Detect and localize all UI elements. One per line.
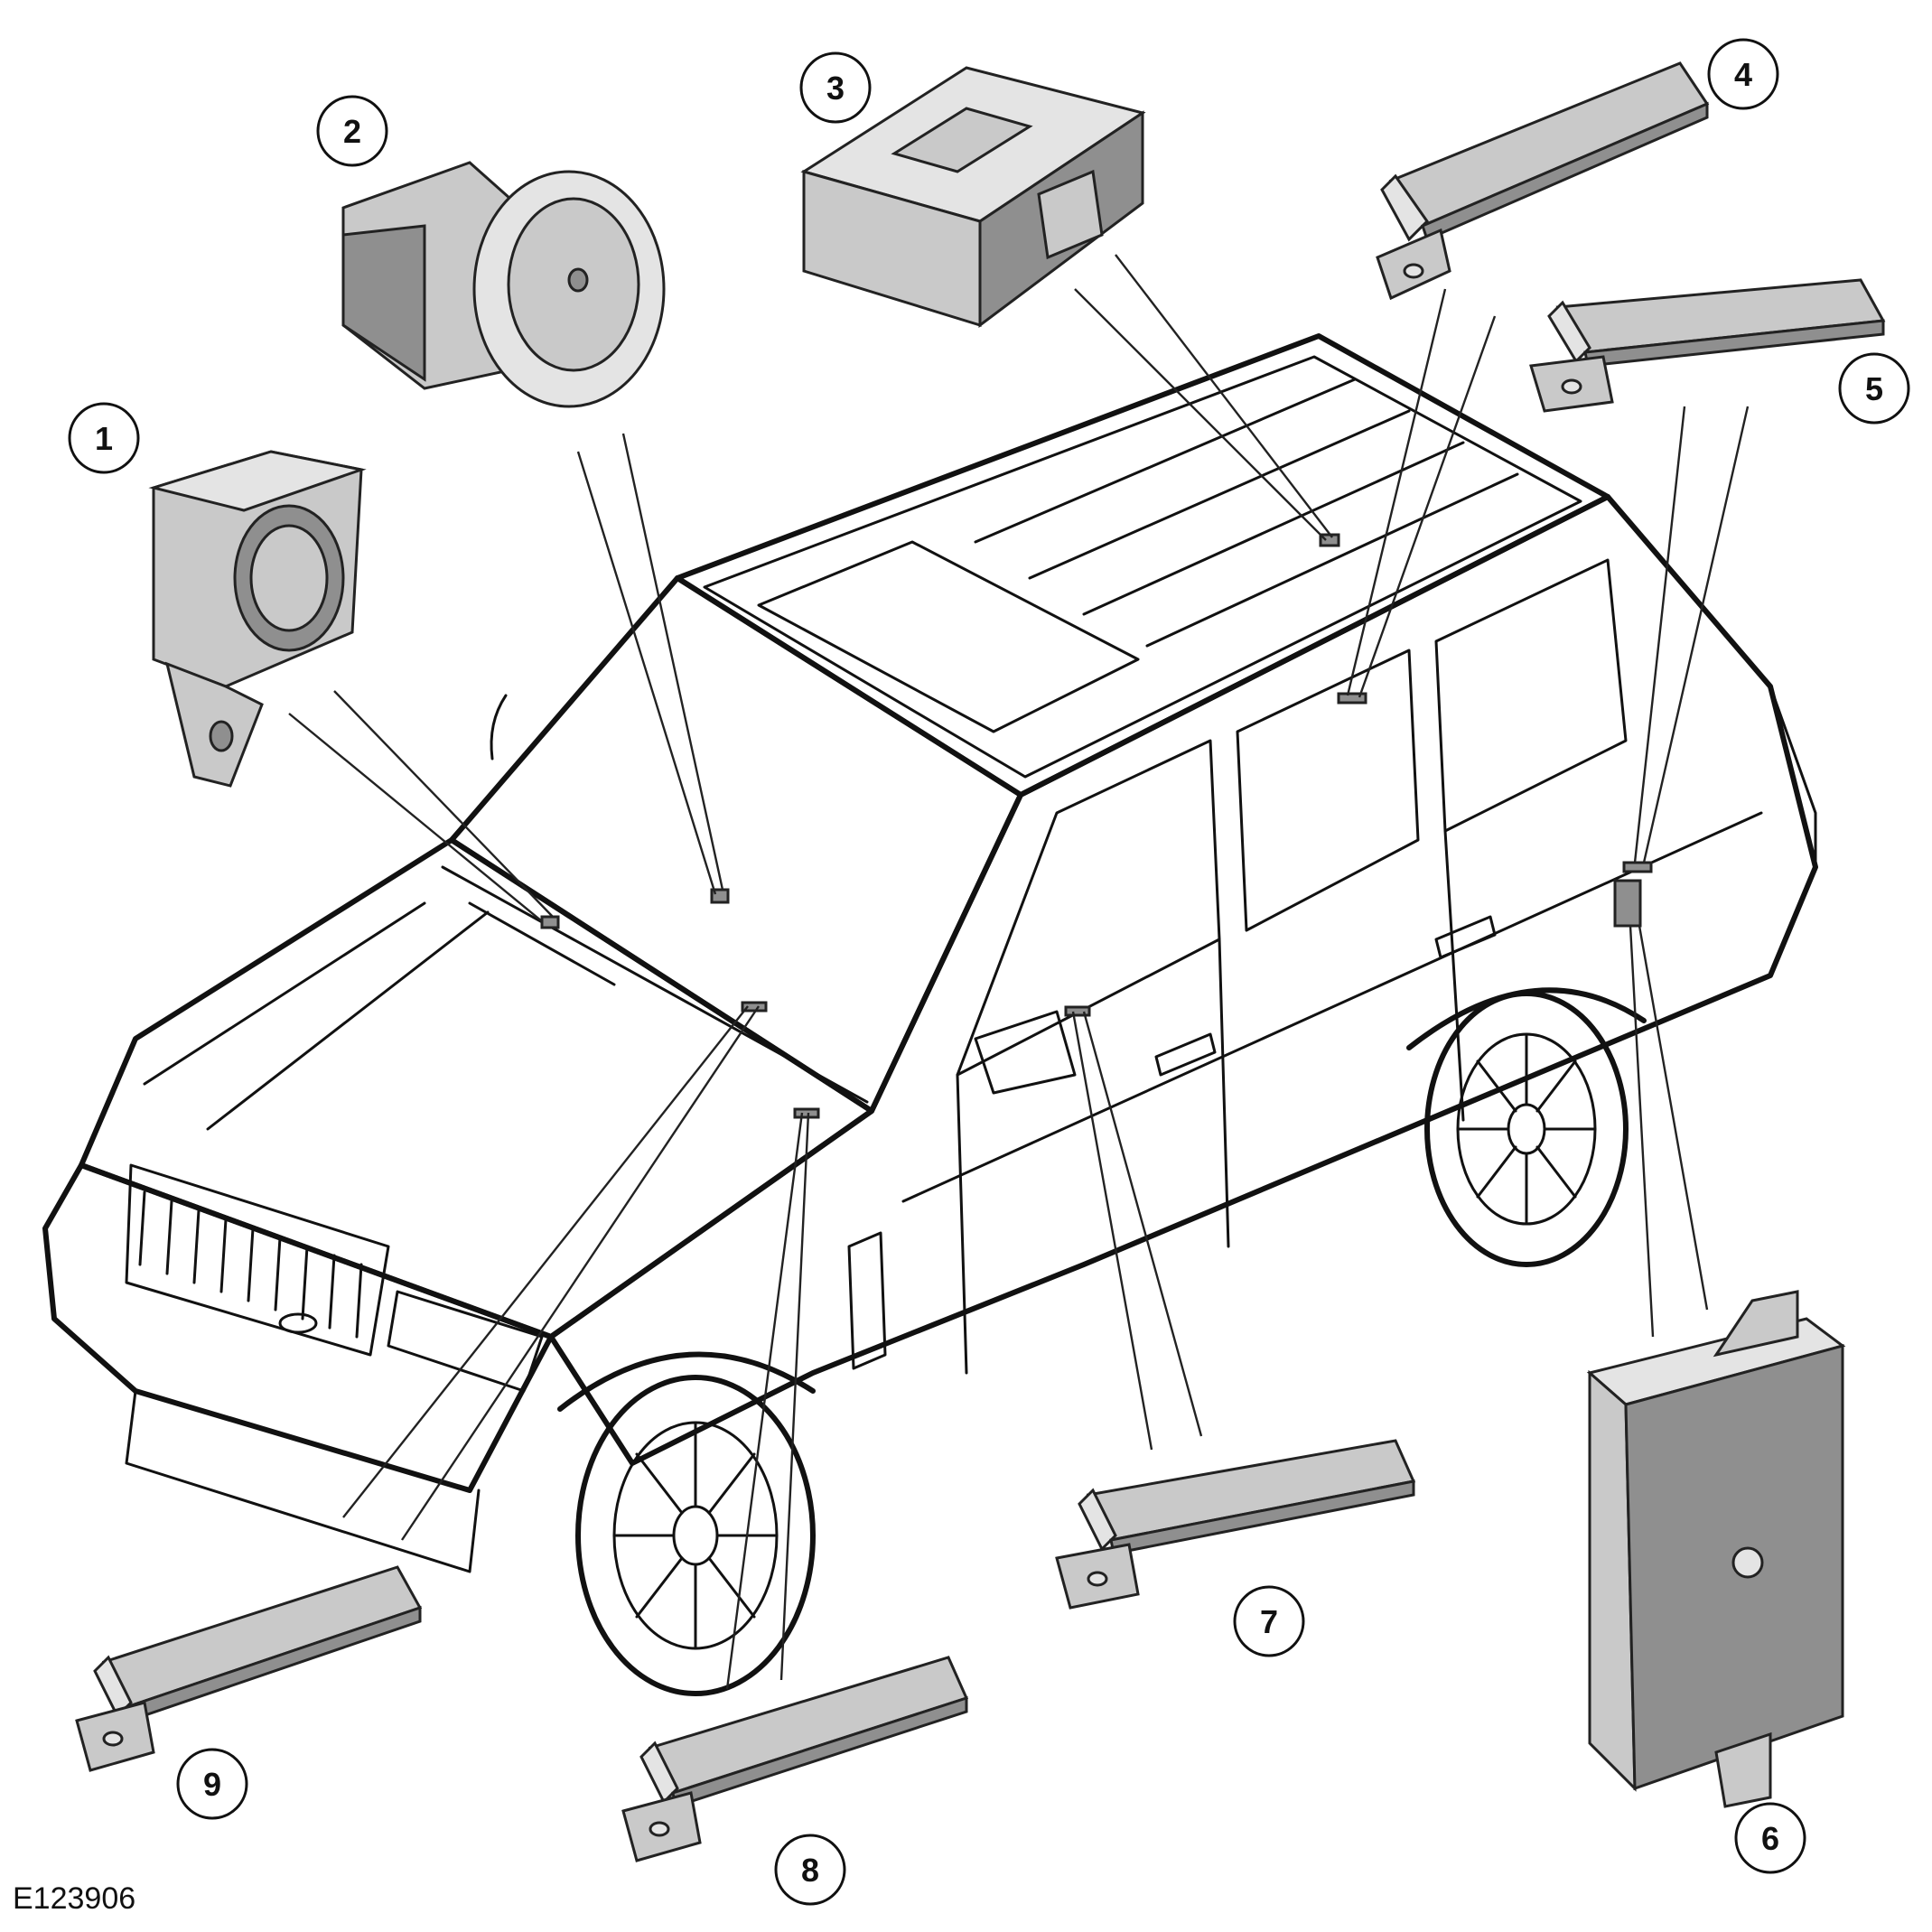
- vehicle-body-crease: [901, 811, 1763, 1203]
- vehicle-grille: [125, 1163, 390, 1357]
- marker-vehicle-module: [1613, 879, 1642, 928]
- vehicle-tail: [1769, 685, 1817, 869]
- callout-6: 6: [1734, 1802, 1806, 1874]
- vehicle-outline: [42, 333, 1818, 1696]
- marker-antenna-4: [1337, 692, 1367, 705]
- vehicle-side-vent: [847, 1231, 887, 1370]
- leader-2: [576, 433, 724, 895]
- vehicle-door-handles: [1154, 915, 1497, 1077]
- vehicle-bonnet: [79, 837, 874, 1339]
- start-stop-button-icon: [341, 161, 666, 408]
- keyless-receiver-module-icon: [800, 66, 1146, 328]
- leader-5: [1633, 406, 1750, 863]
- vehicle-front-bumper: [125, 1389, 481, 1573]
- vehicle-sunroof: [757, 540, 1140, 733]
- vehicle-badge: [278, 1312, 318, 1334]
- vehicle-front-wheel-arch: [557, 1351, 816, 1412]
- svg-text:1: 1: [95, 420, 113, 457]
- vehicle-quarter-window: [1434, 558, 1628, 833]
- svg-text:6: 6: [1761, 1820, 1779, 1857]
- leader-7: [1071, 1011, 1203, 1451]
- vehicle-headlamp: [387, 1290, 544, 1393]
- marker-antenna-9: [741, 1001, 768, 1013]
- callout-1: 1: [68, 402, 140, 474]
- vehicle-rear-wheel-arch: [1406, 987, 1647, 1050]
- vehicle-door-mirror: [974, 1010, 1077, 1095]
- vehicle-grille-slats: [138, 1190, 363, 1339]
- svg-text:2: 2: [343, 113, 361, 150]
- leader-lines: [288, 254, 1750, 1690]
- svg-text:8: 8: [801, 1852, 819, 1889]
- vehicle-front-wheel: [575, 1375, 816, 1696]
- svg-text:4: 4: [1734, 56, 1752, 93]
- vehicle-roof-inner: [703, 355, 1582, 779]
- keyless-antenna-icon: [1055, 1439, 1416, 1610]
- leader-6: [1629, 925, 1709, 1338]
- keyless-antenna-icon: [621, 1656, 969, 1862]
- callout-8: 8: [774, 1834, 846, 1906]
- leader-1: [288, 690, 554, 922]
- keyless-antenna-icon: [1376, 61, 1710, 301]
- vehicle-door-seams: [956, 829, 1465, 1375]
- vehicle-roof-rails: [974, 378, 1519, 648]
- callout-5: 5: [1838, 352, 1910, 425]
- figure-id: E123906: [13, 1881, 136, 1916]
- vehicle-rear-side-window: [1236, 649, 1420, 932]
- marker-antenna-5: [1622, 861, 1653, 873]
- vehicle-scuttle: [441, 865, 869, 1104]
- svg-text:5: 5: [1865, 370, 1883, 407]
- leader-8: [725, 1112, 810, 1690]
- vehicle-bonnet-creases: [143, 901, 490, 1131]
- callout-9: 9: [176, 1748, 248, 1820]
- svg-text:3: 3: [826, 70, 845, 107]
- vehicle-side-body: [548, 494, 1818, 1466]
- svg-text:7: 7: [1260, 1603, 1278, 1640]
- callout-7: 7: [1233, 1585, 1305, 1657]
- marker-antenna-7: [1064, 1005, 1091, 1017]
- vehicle-a-pillar-stub: [490, 694, 508, 761]
- keyless-vehicle-module-icon: [1586, 1290, 1846, 1808]
- vehicle-component-markers: [540, 533, 1653, 1119]
- callout-3: 3: [799, 51, 872, 124]
- svg-text:9: 9: [203, 1766, 221, 1803]
- leader-9: [342, 1005, 760, 1541]
- marker-antenna-module: [540, 915, 560, 929]
- keyless-antenna-icon: [1529, 278, 1886, 413]
- vehicle-front-face: [42, 1162, 554, 1493]
- antenna-module-icon: [148, 450, 367, 788]
- leader-4: [1346, 288, 1497, 698]
- leader-3: [1074, 254, 1333, 541]
- vehicle-rear-wheel: [1424, 991, 1629, 1267]
- marker-antenna-8: [793, 1107, 820, 1119]
- callout-2: 2: [316, 95, 388, 167]
- callout-4: 4: [1707, 38, 1779, 110]
- keyless-antenna-icon: [75, 1565, 423, 1772]
